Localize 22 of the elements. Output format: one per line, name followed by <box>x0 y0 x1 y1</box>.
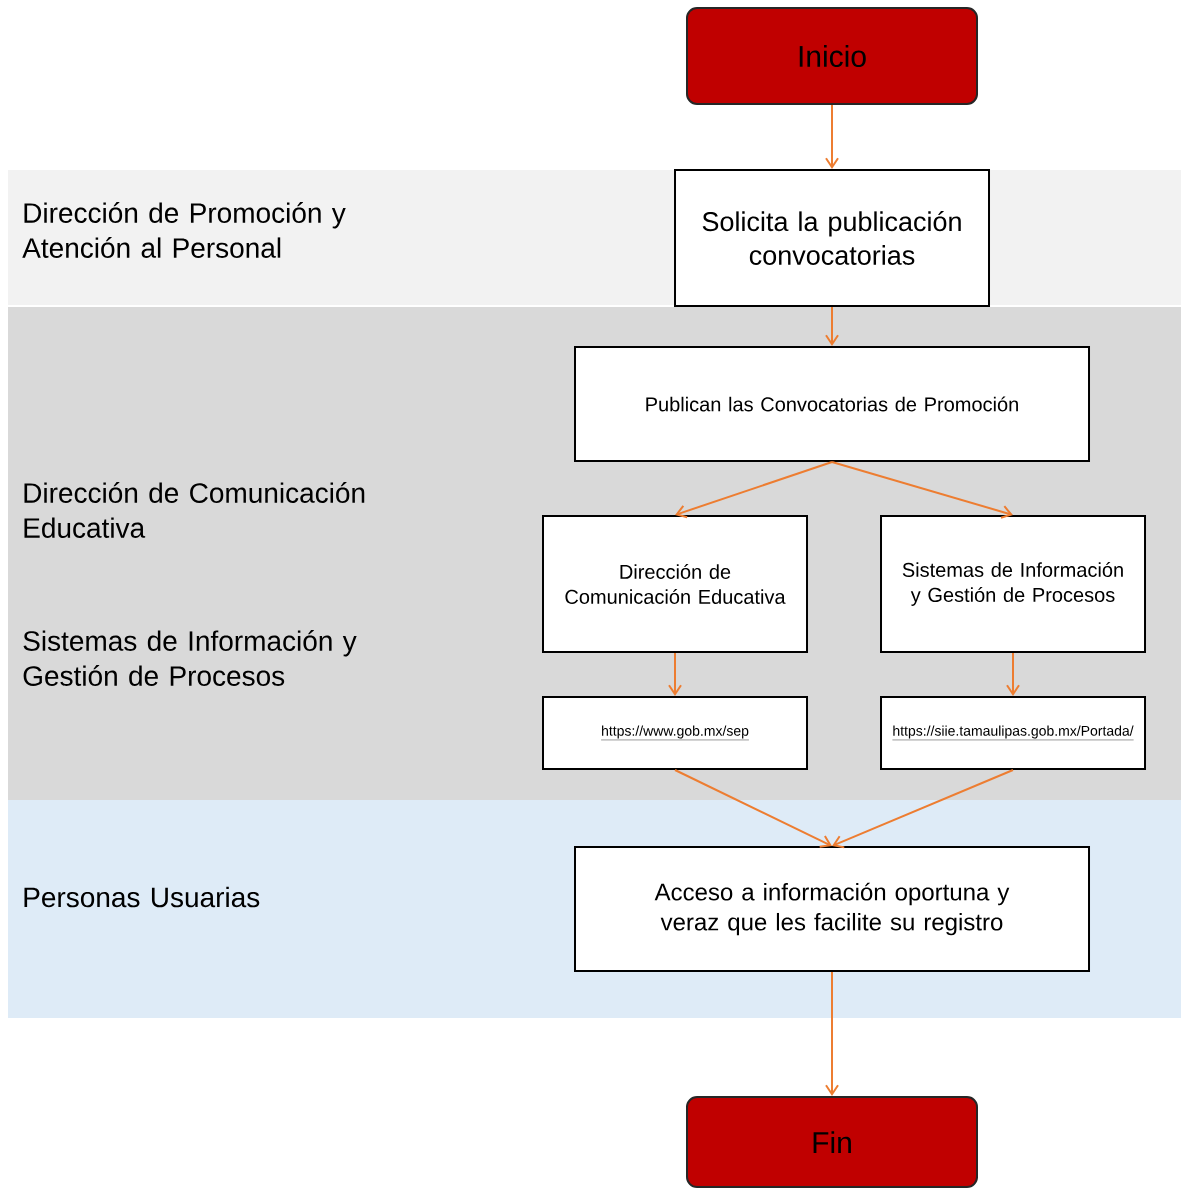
arrow <box>825 104 839 169</box>
arrow <box>674 769 832 848</box>
process-box: Acceso a información oportuna y veraz que les facilite su registro <box>574 846 1090 972</box>
link-box: https://www.gob.mx/sep <box>542 696 808 770</box>
process-box: Publican las Convocatorias de Promoción <box>574 346 1090 462</box>
arrow <box>825 306 839 346</box>
process-box: Dirección de Comunicación Educativa <box>542 515 808 653</box>
arrow <box>668 652 682 696</box>
terminal-box: Inicio <box>686 7 978 105</box>
lane-label: Dirección de Comunicación Educativa <box>24 482 365 538</box>
arrow <box>675 461 833 519</box>
lane-label: Sistemas de Información y Gestión de Procesos <box>23 630 357 686</box>
arrow <box>825 971 839 1096</box>
link-box: https://siie.tamaulipas.gob.mx/Portada/ <box>880 696 1146 770</box>
lane-label: Dirección de Promoción y Atención al Personal <box>22 202 346 258</box>
terminal-box: Fin <box>686 1096 978 1188</box>
process-box: Sistemas de Información y Gestión de Procesos <box>880 515 1146 653</box>
arrow <box>1006 652 1020 696</box>
process-box: Solicita la publicación convocatorias <box>674 169 990 307</box>
arrow <box>832 769 1014 849</box>
lane-label: Personas Usuarias <box>24 886 260 908</box>
arrow <box>831 461 1013 519</box>
